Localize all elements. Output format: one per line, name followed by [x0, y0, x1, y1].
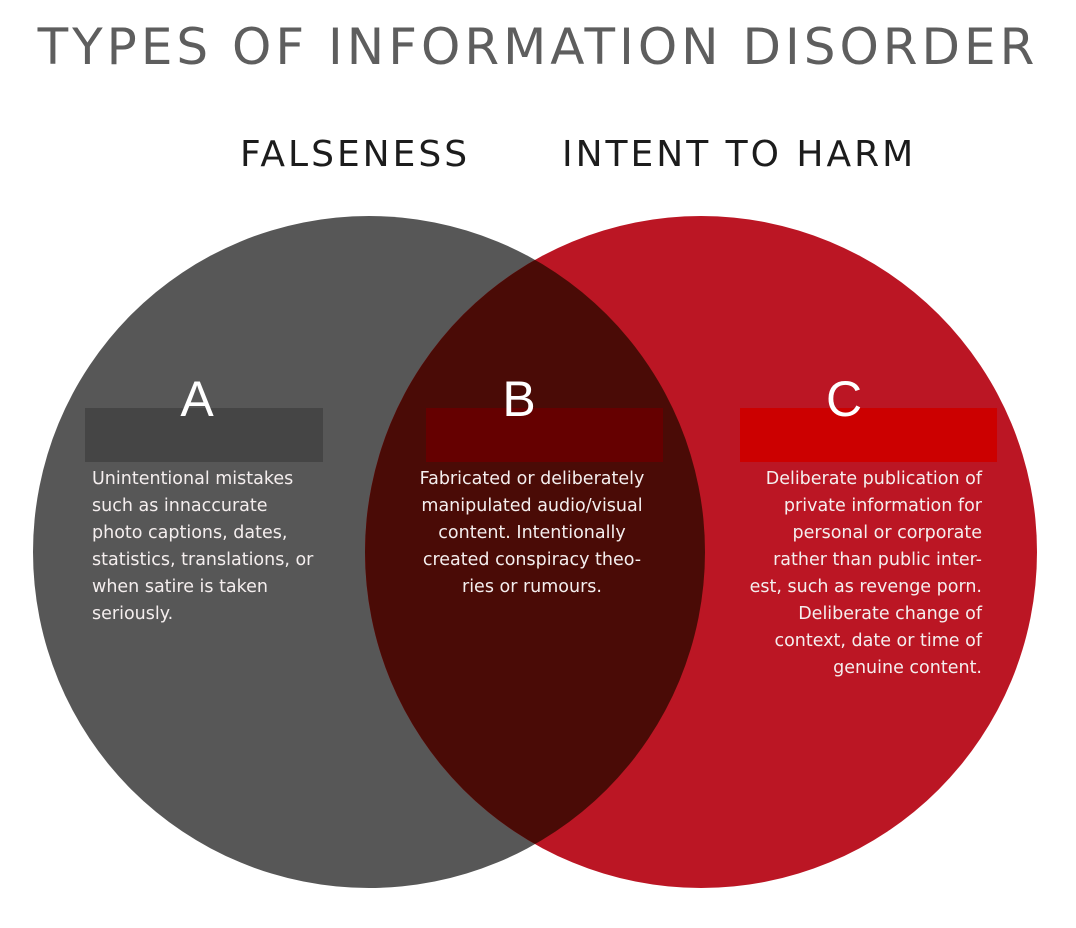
diagram-title: TYPES OF INFORMATION DISORDER [37, 18, 1039, 76]
region-a-description: Unintentional mistakes such as innaccura… [92, 469, 314, 624]
region-c-letter: C [825, 371, 863, 427]
intent-to-harm-set-label: INTENT TO HARM [562, 134, 917, 175]
region-a-label-bar [85, 408, 323, 462]
region-c-label-bar [740, 408, 997, 462]
region-b-label-bar [426, 408, 663, 462]
falseness-set-label: FALSENESS [240, 134, 471, 175]
region-a-letter: A [180, 371, 214, 427]
overlap-region [365, 216, 705, 888]
region-b-description: Fabricated or deliberately manipulated a… [419, 469, 645, 597]
region-b-letter: B [502, 371, 536, 427]
region-c-description: Deliberate publication of private inform… [749, 469, 982, 678]
